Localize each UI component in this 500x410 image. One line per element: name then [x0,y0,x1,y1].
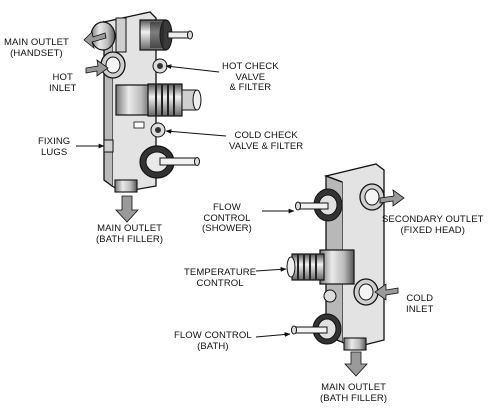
label-line: HOT CHECK [222,61,279,72]
label-line: MAIN OUTLET [321,382,387,393]
label-main-outlet-bath-top: MAIN OUTLET (BATH FILLER) [96,223,164,245]
label-line: FLOW CONTROL [174,330,252,341]
label-hot-inlet: HOT INLET [49,72,77,94]
label-line: HOT [52,72,73,83]
label-line: TEMPERATURE [184,267,257,278]
label-line: FLOW [213,202,241,213]
handset-control-knob [139,19,193,51]
label-line: (BATH) [197,340,229,352]
label-secondary-outlet: SECONDARY OUTLET (FIXED HEAD) [382,214,484,236]
label-line: VALVE [235,71,266,83]
valve-unit-top [83,11,202,223]
label-hot-check-valve: HOT CHECK VALVE & FILTER [222,61,279,94]
label-line: CONTROL [196,277,244,289]
label-line: MAIN OUTLET [97,223,163,234]
label-line: MAIN OUTLET [4,37,69,48]
label-cold-inlet: COLD INLET [406,293,434,315]
label-line: SECONDARY OUTLET [382,214,484,225]
label-line: LUGS [41,146,68,158]
label-line: CONTROL [203,212,251,224]
label-flow-control-shower: FLOW CONTROL (SHOWER) [202,202,252,235]
label-temperature-control: TEMPERATURE CONTROL [184,267,257,289]
valve-unit-bottom [286,163,405,377]
label-line: INLET [49,82,77,94]
label-line: VALVE & FILTER [229,140,304,152]
temperature-control-knob-top [115,83,202,117]
label-line: & FILTER [229,82,272,93]
shower-flow-control [295,188,343,222]
label-flow-control-bath: FLOW CONTROL (BATH) [174,330,252,352]
label-fixing-lugs: FIXING LUGS [38,136,71,158]
label-line: FIXING [38,136,71,147]
label-line: (BATH FILLER) [320,392,388,404]
label-line: COLD [406,293,434,304]
label-main-outlet-bath-bottom: MAIN OUTLET (BATH FILLER) [320,382,388,404]
label-line: COLD CHECK [234,130,298,141]
temperature-control-knob-bottom [286,249,355,285]
label-line: (HANDSET) [10,47,63,59]
bath-flow-control-top [139,145,200,179]
label-line: (FIXED HEAD) [400,224,466,236]
leader-lines [76,64,295,338]
bath-flow-control-bottom [291,313,342,345]
label-line: INLET [406,303,434,315]
label-line: (SHOWER) [202,223,252,234]
label-line: (BATH FILLER) [96,233,164,245]
label-cold-check-valve: COLD CHECK VALVE & FILTER [229,130,304,152]
label-main-outlet-handset: MAIN OUTLET (HANDSET) [4,37,69,59]
